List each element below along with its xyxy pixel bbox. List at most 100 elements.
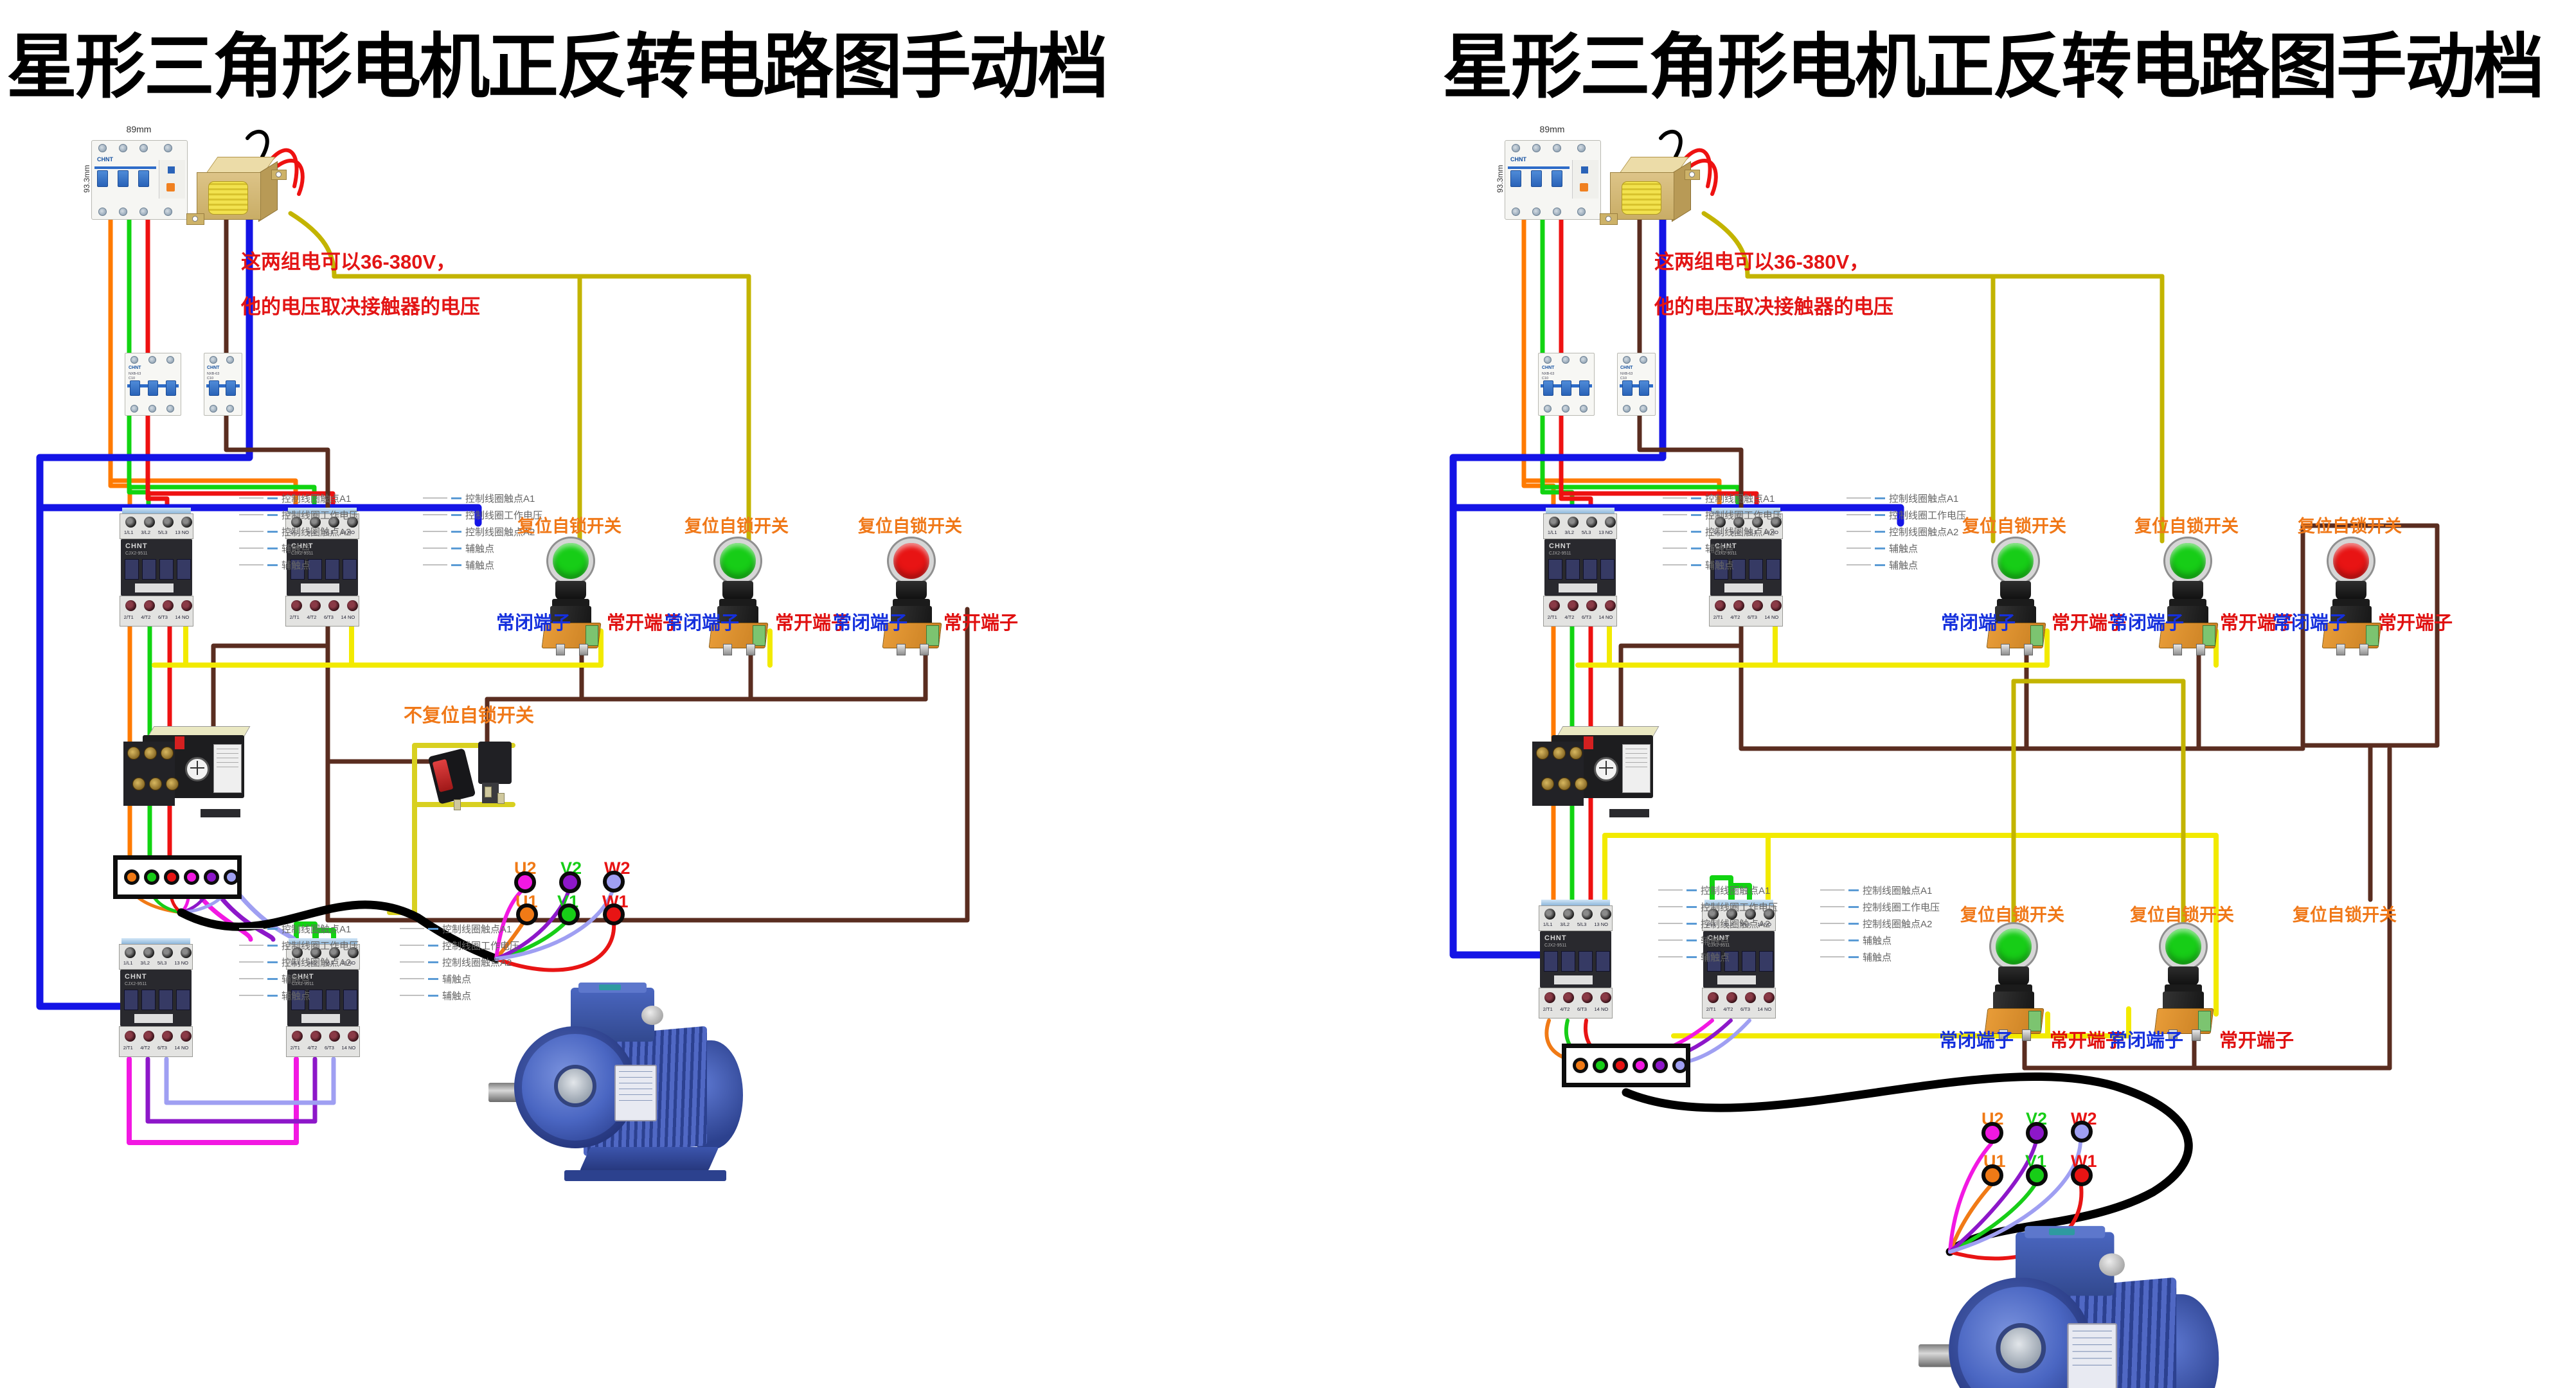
terminal-label: 3/L2 [140,960,150,966]
terminal-label: 4/T2 [140,1045,150,1051]
terminal-label: 13 NO [1594,921,1609,927]
main-breaker: CHNT [91,140,188,220]
strip-terminal [1573,1058,1588,1073]
terminal [181,947,192,958]
callout-row: 控制线圈触点A2 [239,954,380,970]
terminal [125,600,136,611]
motor [1919,1225,2222,1388]
terminal [1605,600,1616,611]
button-body [1993,992,2034,1011]
button-neck [722,581,753,600]
terminal-label: 1/L1 [1547,529,1557,535]
motor-cable-gland [641,1006,663,1025]
callout-label: 辅触点 [1701,952,1730,963]
screw-terminal [210,356,217,364]
screw-terminal [210,405,217,413]
transformer-flange [271,170,287,180]
rocker-switch [416,739,527,811]
screw-terminal [149,778,162,790]
button-cap [1991,924,2036,969]
rating-label: C10 [129,377,136,380]
terminal [1708,992,1719,1003]
dimension-label: 89mm [1539,124,1565,134]
control-transformer [186,153,287,225]
button-body [891,606,932,625]
motor-terminal-dot [1981,1122,2003,1144]
motor-terminal-dot [2071,1164,2093,1186]
push-button-red [871,538,954,655]
button-contact [2001,644,2010,655]
contact-block [291,559,305,580]
button-neck [2168,966,2199,986]
callout-dash-icon [1686,956,1697,958]
button-cap [1993,538,2038,583]
dimension-label: 93.3mm [82,165,91,193]
reset-switch-label: 复位自锁开关 [2130,905,2234,925]
terminal-label: 4/T2 [307,614,317,620]
terminal [347,517,358,528]
contact-block [176,990,190,1010]
button-contact [579,644,588,655]
terminal [291,517,302,528]
screw-terminal [148,405,156,413]
relay-foot [1609,809,1649,817]
brand-label: CHNT [207,366,220,370]
terminal [1771,600,1782,611]
button-neck [2000,581,2031,600]
callout-label: 辅触点 [282,974,311,985]
terminal-label: 13 NO [1598,529,1613,535]
push-button-green [1973,924,2057,1041]
screw-terminal [1577,208,1586,216]
contactor-callouts: 控制线圈触点A1 控制线圈工作电压 控制线圈触点A2 辅触点 辅触点 [239,920,380,1004]
terminal-label: 1/L1 [123,960,133,966]
no-terminal-label: 常开端子 [944,613,1019,634]
terminal-label: 3/L2 [1560,921,1570,927]
contactor-slider [135,583,174,592]
callout-label: 控制线圈触点A1 [465,493,535,504]
contact-block [1548,559,1562,580]
brand-label: CHNT [292,973,314,981]
screw-terminal [144,747,157,760]
sub-breaker-2p: CHNT NXB-63 C10 [1617,353,1656,416]
breaker-toggle [97,170,108,187]
callout-row: 控制线圈触点A1 [400,920,541,937]
screw-terminal [1532,144,1541,152]
terminal [144,600,155,611]
screw-terminal [1623,405,1631,413]
callout-row: 辅触点 [1847,540,1988,556]
button-body [717,606,758,625]
terminal-label: 4/T2 [1730,614,1740,620]
screw-terminal [1623,356,1631,364]
callout-dash-icon [1691,513,1701,516]
screw-terminal [1640,356,1647,364]
callout-row: 控制线圈工作电压 [1820,898,1962,915]
contactor-body: CHNT CJX2-9511 [120,970,192,1026]
contact-block [1731,559,1746,580]
button-contact [2336,644,2345,655]
terminal [163,600,174,611]
model-label: CJX2-9511 [1549,551,1571,556]
motor-hub [1996,1322,2046,1373]
button-sticker [2030,625,2043,646]
terminal [292,1031,303,1042]
button-cap [889,538,934,583]
contact-block [1742,951,1756,972]
callout-row: 控制线圈触点A1 [239,920,380,937]
terminal-label: 1/L1 [123,529,134,535]
motor-terminal-dot [1981,1164,2003,1186]
callout-row: 控制线圈工作电压 [239,937,380,954]
terminal [1745,909,1756,920]
contact-block [142,559,156,580]
terminal-label: 2/T1 [123,1045,133,1051]
terminal-label: 14 NO [1757,1006,1772,1012]
callout-row: 辅触点 [239,540,380,556]
button-contact [2192,1029,2201,1041]
button-contact [2024,644,2033,655]
contactor-slider [1717,975,1756,984]
contact-block [308,559,322,580]
contactor-callouts: 控制线圈触点A1 控制线圈工作电压 控制线圈触点A2 辅触点 辅触点 [239,490,380,573]
callout-label: 控制线圈触点A1 [1701,885,1771,896]
terminal [181,517,192,528]
motor-terminal-dot [516,903,538,925]
